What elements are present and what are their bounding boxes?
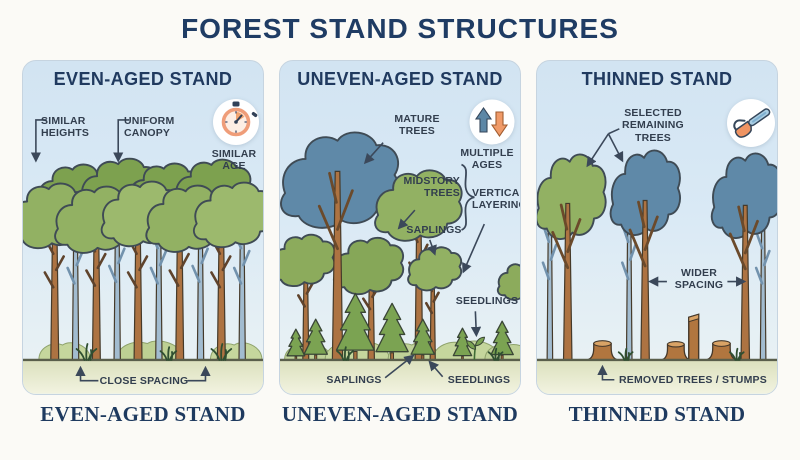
panel-title-thinned: THINNED STAND	[581, 69, 733, 89]
label-vertical-layering: VERTICAL LAYERING	[472, 187, 521, 212]
panel-thinned: THINNED STAND SELECTED REMAINING TREES W…	[536, 60, 778, 395]
multiple-ages-icon	[469, 99, 515, 145]
vertical-layering-brace	[461, 163, 475, 231]
even-aged-illustration	[23, 119, 263, 394]
column-uneven-aged: UNEVEN-AGED STAND MATURE TREES MULTIPLE …	[279, 60, 521, 427]
panel-title-uneven-aged: UNEVEN-AGED STAND	[297, 69, 503, 89]
label-removed-trees-stumps: REMOVED TREES / STUMPS	[619, 374, 767, 386]
page-title: FOREST STAND STRUCTURES	[181, 13, 619, 44]
label-arrows	[30, 119, 211, 382]
chainsaw-icon	[727, 99, 775, 147]
label-arrows	[586, 128, 747, 381]
label-saplings-lower: SAPLINGS	[326, 374, 382, 386]
caption-thinned: THINNED STAND	[568, 402, 746, 426]
label-wider-spacing: WIDER SPACING	[674, 267, 724, 292]
label-close-spacing: CLOSE SPACING	[99, 375, 189, 387]
column-even-aged: EVEN-AGED STAND SIMILAR HEIGHTS UNIFORM …	[22, 60, 264, 427]
label-mature-trees: MATURE TREES	[394, 113, 440, 138]
label-seedlings-lower: SEEDLINGS	[447, 374, 511, 386]
label-uniform-canopy: UNIFORM CANOPY	[124, 115, 175, 140]
column-thinned: THINNED STAND SELECTED REMAINING TREES W…	[536, 60, 778, 427]
label-seedlings-upper: SEEDLINGS	[455, 295, 519, 307]
label-similar-heights: SIMILAR HEIGHTS	[41, 115, 90, 140]
tree-canopies	[23, 157, 263, 254]
stumps	[586, 313, 738, 361]
panel-title-even-aged: EVEN-AGED STAND	[53, 69, 233, 89]
infographic-root: FOREST STAND STRUCTURES	[0, 13, 800, 427]
ground	[537, 358, 777, 394]
label-saplings-upper: SAPLINGS	[406, 224, 462, 236]
tree-canopies	[537, 149, 777, 240]
label-arrows	[363, 142, 486, 379]
uneven-aged-illustration	[280, 131, 520, 394]
ground	[23, 358, 263, 394]
panel-uneven-aged: UNEVEN-AGED STAND MATURE TREES MULTIPLE …	[279, 60, 521, 395]
stopwatch-icon	[213, 99, 259, 145]
caption-even-aged: EVEN-AGED STAND	[40, 402, 246, 426]
label-midstory-trees: MIDSTORY TREES	[403, 175, 460, 200]
label-selected-remaining-trees: SELECTED REMAINING TREES	[622, 107, 684, 144]
label-multiple-ages: MULTIPLE AGES	[460, 147, 514, 172]
label-similar-age: SIMILAR AGE	[211, 148, 257, 173]
panels-row: EVEN-AGED STAND SIMILAR HEIGHTS UNIFORM …	[0, 60, 800, 427]
caption-uneven-aged: UNEVEN-AGED STAND	[281, 402, 519, 426]
thinned-illustration	[537, 128, 777, 394]
panel-even-aged: EVEN-AGED STAND SIMILAR HEIGHTS UNIFORM …	[22, 60, 264, 395]
